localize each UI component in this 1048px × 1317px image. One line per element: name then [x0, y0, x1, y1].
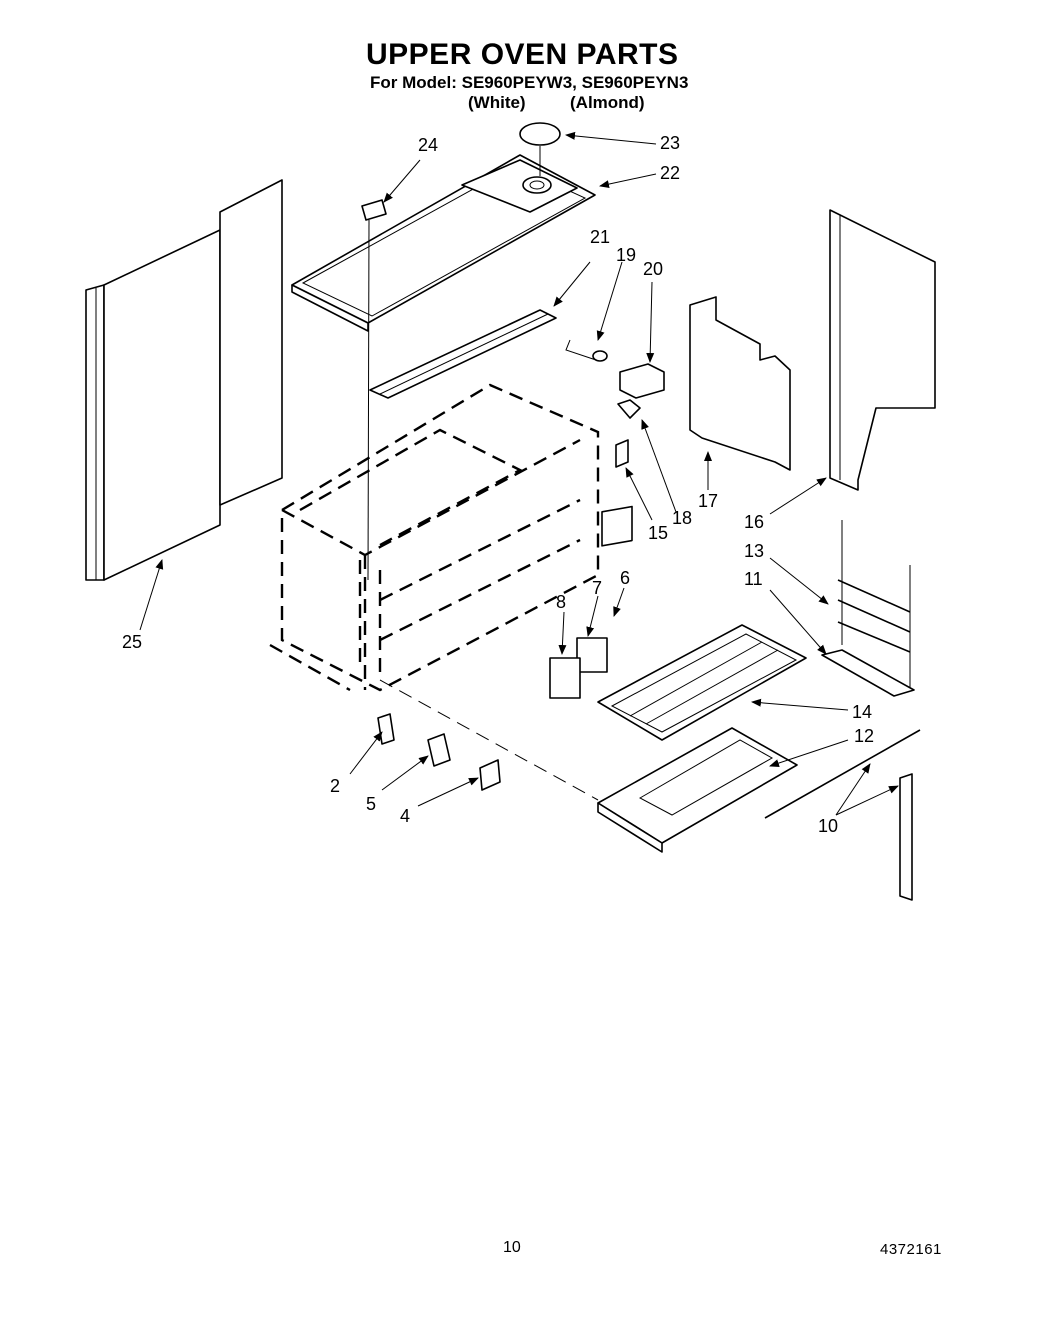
callout-14: 14 — [852, 702, 872, 722]
part-19-socket — [565, 339, 608, 362]
part-6-plate — [601, 505, 633, 547]
part-22-top-cover — [291, 154, 596, 332]
part-12-bottom — [597, 727, 798, 853]
part-7-bracket — [576, 637, 608, 673]
part-15-connector — [615, 439, 629, 468]
callout-7: 7 — [592, 578, 602, 598]
callout-labels: 24 23 22 21 19 20 18 17 15 16 13 11 6 7 … — [122, 133, 874, 836]
callout-6: 6 — [620, 568, 630, 588]
part-8-bracket — [549, 657, 581, 699]
callout-15: 15 — [648, 523, 668, 543]
callout-5: 5 — [366, 794, 376, 814]
callout-23: 23 — [660, 133, 680, 153]
variant-almond: (Almond) — [570, 93, 645, 112]
part-24-clip — [361, 199, 387, 221]
part-16-rear-panel — [829, 209, 936, 491]
part-5-latch — [427, 733, 451, 767]
callout-20: 20 — [643, 259, 663, 279]
callout-8: 8 — [556, 592, 566, 612]
callout-19: 19 — [616, 245, 636, 265]
part-18-bulb — [617, 399, 641, 419]
part-20-housing — [619, 363, 665, 399]
callout-11: 11 — [744, 569, 763, 589]
callout-13: 13 — [744, 541, 764, 561]
oven-cavity-dashed — [269, 383, 600, 692]
part-10-strips — [764, 729, 921, 901]
part-13-rails — [837, 520, 911, 690]
model-line: For Model: SE960PEYW3, SE960PEYN3 — [370, 73, 689, 92]
variant-white: (White) — [468, 93, 526, 112]
callout-18: 18 — [672, 508, 692, 528]
page-title: UPPER OVEN PARTS — [366, 38, 679, 71]
leader-lines — [139, 131, 899, 816]
callout-16: 16 — [744, 512, 764, 532]
callout-10: 10 — [818, 816, 838, 836]
callout-25: 25 — [122, 632, 142, 652]
part-23-cap — [519, 122, 561, 146]
part-14-rack — [597, 624, 807, 741]
callout-17: 17 — [698, 491, 718, 511]
callout-22: 22 — [660, 163, 680, 183]
callout-12: 12 — [854, 726, 874, 746]
callout-21: 21 — [590, 227, 610, 247]
callout-24: 24 — [418, 135, 438, 155]
part-4-bracket — [479, 759, 501, 791]
callout-2: 2 — [330, 776, 340, 796]
part-17-plate — [689, 296, 791, 471]
page-number: 10 — [503, 1239, 521, 1256]
part-2-hinge — [377, 713, 395, 745]
part-25-side-panel — [85, 179, 283, 581]
callout-4: 4 — [400, 806, 410, 826]
part-11-bracket — [821, 649, 915, 697]
document-number: 4372161 — [880, 1241, 942, 1258]
